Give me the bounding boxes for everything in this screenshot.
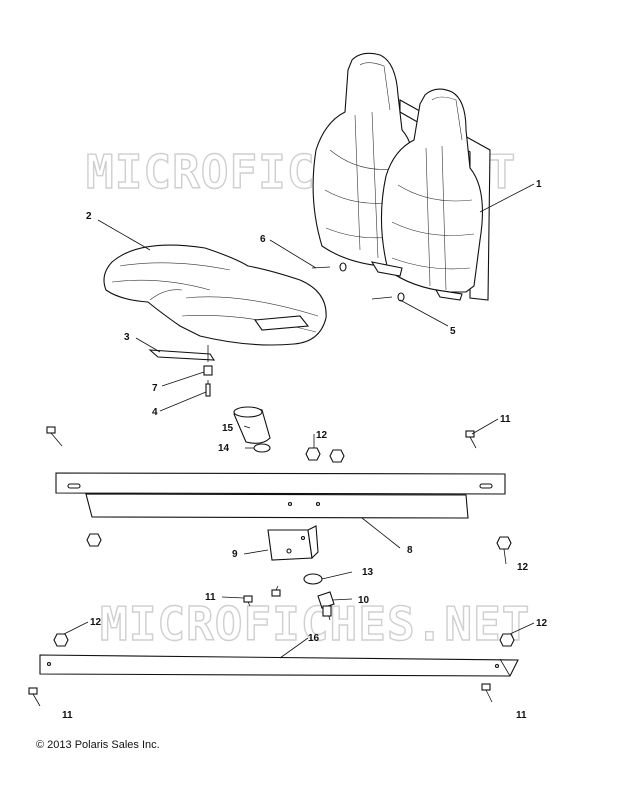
- callout-4: 4: [152, 407, 158, 418]
- bolt-11-bottom-left: [28, 687, 41, 707]
- washer-14: [253, 443, 271, 453]
- nut-12-bottom-left: [53, 633, 69, 647]
- callout-12-bottom-left: 12: [90, 617, 102, 628]
- callout-13: 13: [362, 567, 374, 578]
- watermark-bottom: MICROFICHES.NET: [100, 597, 530, 651]
- seat-frame-bar: [55, 472, 506, 519]
- seat-back-assembly: [312, 52, 491, 301]
- callout-1: 1: [536, 179, 542, 190]
- nut-12-left-mid: [86, 533, 102, 547]
- callout-5: 5: [450, 326, 456, 337]
- callout-10: 10: [358, 595, 370, 606]
- mount-plate-9: [267, 525, 319, 561]
- callout-9: 9: [232, 549, 238, 560]
- cushion-bracket: [148, 349, 216, 361]
- nut-7: [203, 365, 213, 376]
- callout-11-bottom-left: 11: [62, 710, 73, 721]
- callout-3: 3: [124, 332, 130, 343]
- bolt-11-left-top: [46, 426, 63, 447]
- bolt-11-center: [243, 585, 281, 607]
- bolt-11-bottom-right: [481, 683, 493, 703]
- bolt-10: [317, 591, 335, 621]
- callout-12-right-mid: 12: [517, 562, 529, 573]
- washer-13: [303, 573, 323, 585]
- seat-cushion: [103, 244, 327, 346]
- bolt-11-right-top: [465, 430, 477, 449]
- bolt-4: [205, 383, 211, 397]
- nut-12-top: [305, 447, 345, 463]
- callout-11-bottom-right: 11: [516, 710, 527, 721]
- callout-12-top: 12: [316, 430, 328, 441]
- bushing-15: [233, 406, 271, 444]
- callout-12-bottom-right: 12: [536, 618, 548, 629]
- lower-bracket-bar: [39, 654, 519, 677]
- callout-7: 7: [152, 383, 158, 394]
- callout-11-center: 11: [205, 592, 216, 603]
- callout-2: 2: [86, 211, 92, 222]
- copyright-text: © 2013 Polaris Sales Inc.: [36, 739, 160, 751]
- nut-12-right-mid: [496, 536, 512, 550]
- nut-12-bottom-right: [499, 633, 515, 647]
- leader-lines: [63, 183, 535, 659]
- callout-11-top-right: 11: [500, 414, 511, 425]
- callout-16: 16: [308, 633, 320, 644]
- callout-8: 8: [407, 545, 413, 556]
- callout-6: 6: [260, 234, 266, 245]
- callout-14: 14: [218, 443, 230, 454]
- callout-15: 15: [222, 423, 234, 434]
